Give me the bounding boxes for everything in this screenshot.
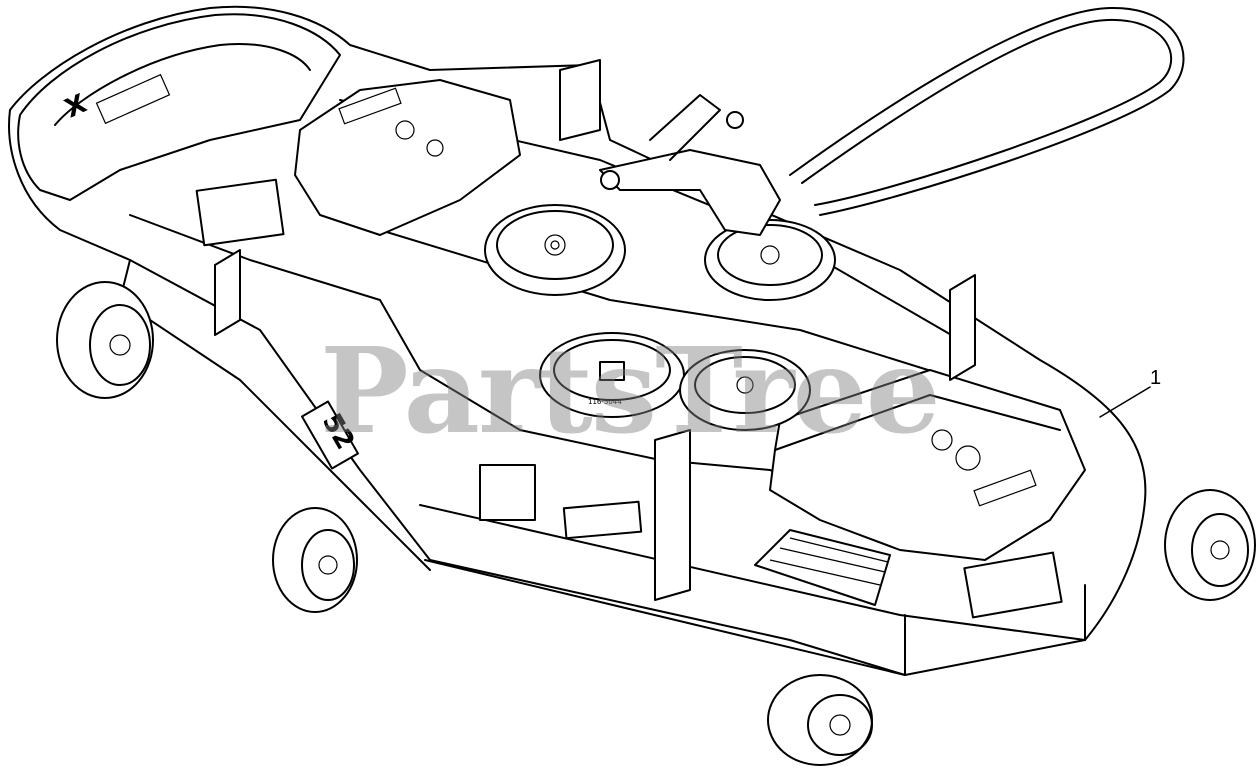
gauge-wheel-left-rear (56, 281, 154, 399)
callout-1: 1 (1099, 367, 1161, 418)
gauge-wheel-left-front (272, 507, 358, 613)
belt-cover-right (769, 369, 1086, 561)
callout-number: 1 (1150, 367, 1161, 389)
pulley-center-left (484, 204, 626, 296)
pulley-part-label: 116-5044 (588, 398, 622, 406)
pulley-front-right (679, 349, 811, 431)
gauge-wheel-right (1164, 489, 1256, 601)
step-pad (754, 529, 891, 606)
drive-belt (789, 6, 1185, 216)
pulley-idler-right (704, 219, 836, 301)
safety-decals (195, 178, 1063, 619)
left-spindle-cover: X (17, 13, 341, 201)
idler-arm-assembly (599, 94, 781, 236)
mount-brackets (214, 59, 976, 601)
gauge-wheel-front-center (767, 674, 873, 766)
belt-cover-left (294, 79, 521, 236)
watermark-text: PartsTree (320, 321, 939, 460)
